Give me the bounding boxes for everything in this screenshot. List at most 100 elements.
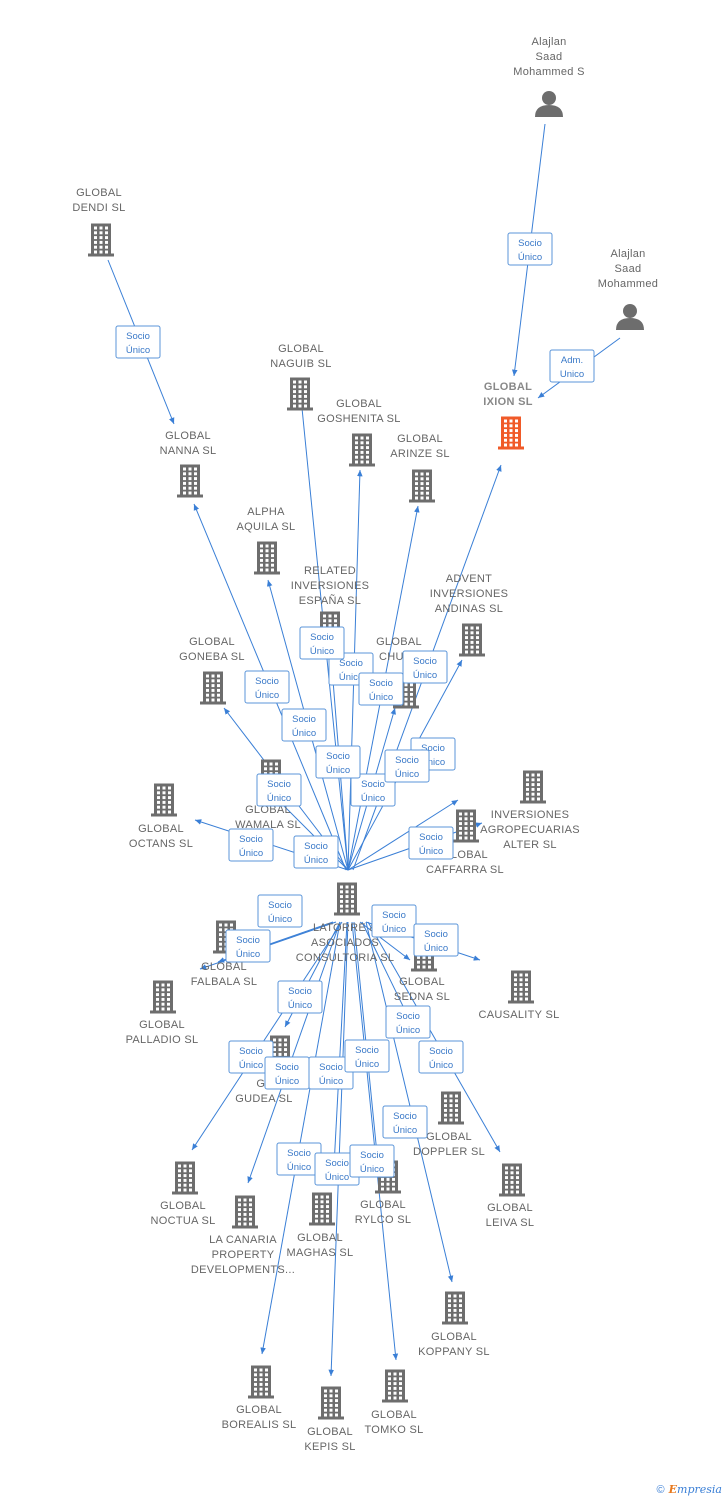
relation-badge-text: Socio [382, 910, 406, 921]
node-label: AQUILA SL [237, 521, 296, 533]
relation-badge-box [281, 708, 327, 742]
relation-badge-text: Único [325, 1172, 349, 1183]
relation-badge-text: Único [126, 345, 150, 356]
building-icon [287, 377, 313, 411]
node-causality[interactable]: CAUSALITY SL [478, 970, 559, 1022]
building-icon [334, 882, 360, 916]
building-icon [88, 223, 114, 257]
relation-badge-text: Socio [355, 1045, 379, 1056]
node-label: NOCTUA SL [150, 1215, 215, 1227]
node-label: RELATED [304, 565, 356, 577]
relation-badge-text: Único [287, 1162, 311, 1173]
building-icon [318, 1386, 344, 1420]
brand-logo-initial[interactable]: E [668, 1483, 678, 1496]
relation-badge-text: Único [361, 793, 385, 804]
node-label: LEIVA SL [486, 1217, 535, 1229]
node-label: PALLADIO SL [126, 1034, 199, 1046]
relation-badge-box [115, 325, 161, 359]
node-noctua[interactable]: GLOBAL NOCTUA SL [150, 1161, 215, 1228]
node-label: GLOBAL [201, 961, 247, 973]
node-lacanaria[interactable]: LA CANARIAPROPERTYDEVELOPMENTS... [191, 1195, 295, 1277]
node-label: LATORRE & [313, 922, 377, 934]
relation-badge-text: Socio [275, 1062, 299, 1073]
relation-badge-text: Socio [361, 779, 385, 790]
node-borealis[interactable]: GLOBAL BOREALIS SL [222, 1365, 297, 1432]
person-icon [535, 91, 563, 117]
copyright-symbol: © [656, 1484, 665, 1496]
relation-badge-text: Socio [396, 1011, 420, 1022]
edge-latorre-leiva [367, 921, 501, 1153]
node-label: GLOBAL [76, 187, 122, 199]
edge-latorre-sedna [359, 921, 411, 961]
node-label: GLOBAL [160, 1200, 206, 1212]
node-label: ESPAÑA SL [299, 594, 361, 607]
node-label: GLOBAL [371, 1409, 417, 1421]
node-label: GLOBAL [236, 1404, 282, 1416]
relation-badge[interactable]: Adm.Unico [549, 349, 595, 383]
building-icon [248, 1365, 274, 1399]
node-label: INVERSIONES [491, 809, 570, 821]
relation-badge-text: Único [393, 1125, 417, 1136]
brand-logo-text[interactable]: mpresia [677, 1483, 722, 1496]
node-label: DEVELOPMENTS... [191, 1264, 295, 1276]
node-label: BOREALIS SL [222, 1419, 297, 1431]
relation-badge-text: Socio [268, 900, 292, 911]
building-icon [382, 1369, 408, 1403]
relation-badge-text: Único [255, 690, 279, 701]
node-label: WAMALA SL [235, 819, 301, 831]
relation-badge-text: Único [413, 670, 437, 681]
relation-badge-text: Único [239, 1060, 263, 1071]
relation-badge-box [418, 1040, 464, 1074]
